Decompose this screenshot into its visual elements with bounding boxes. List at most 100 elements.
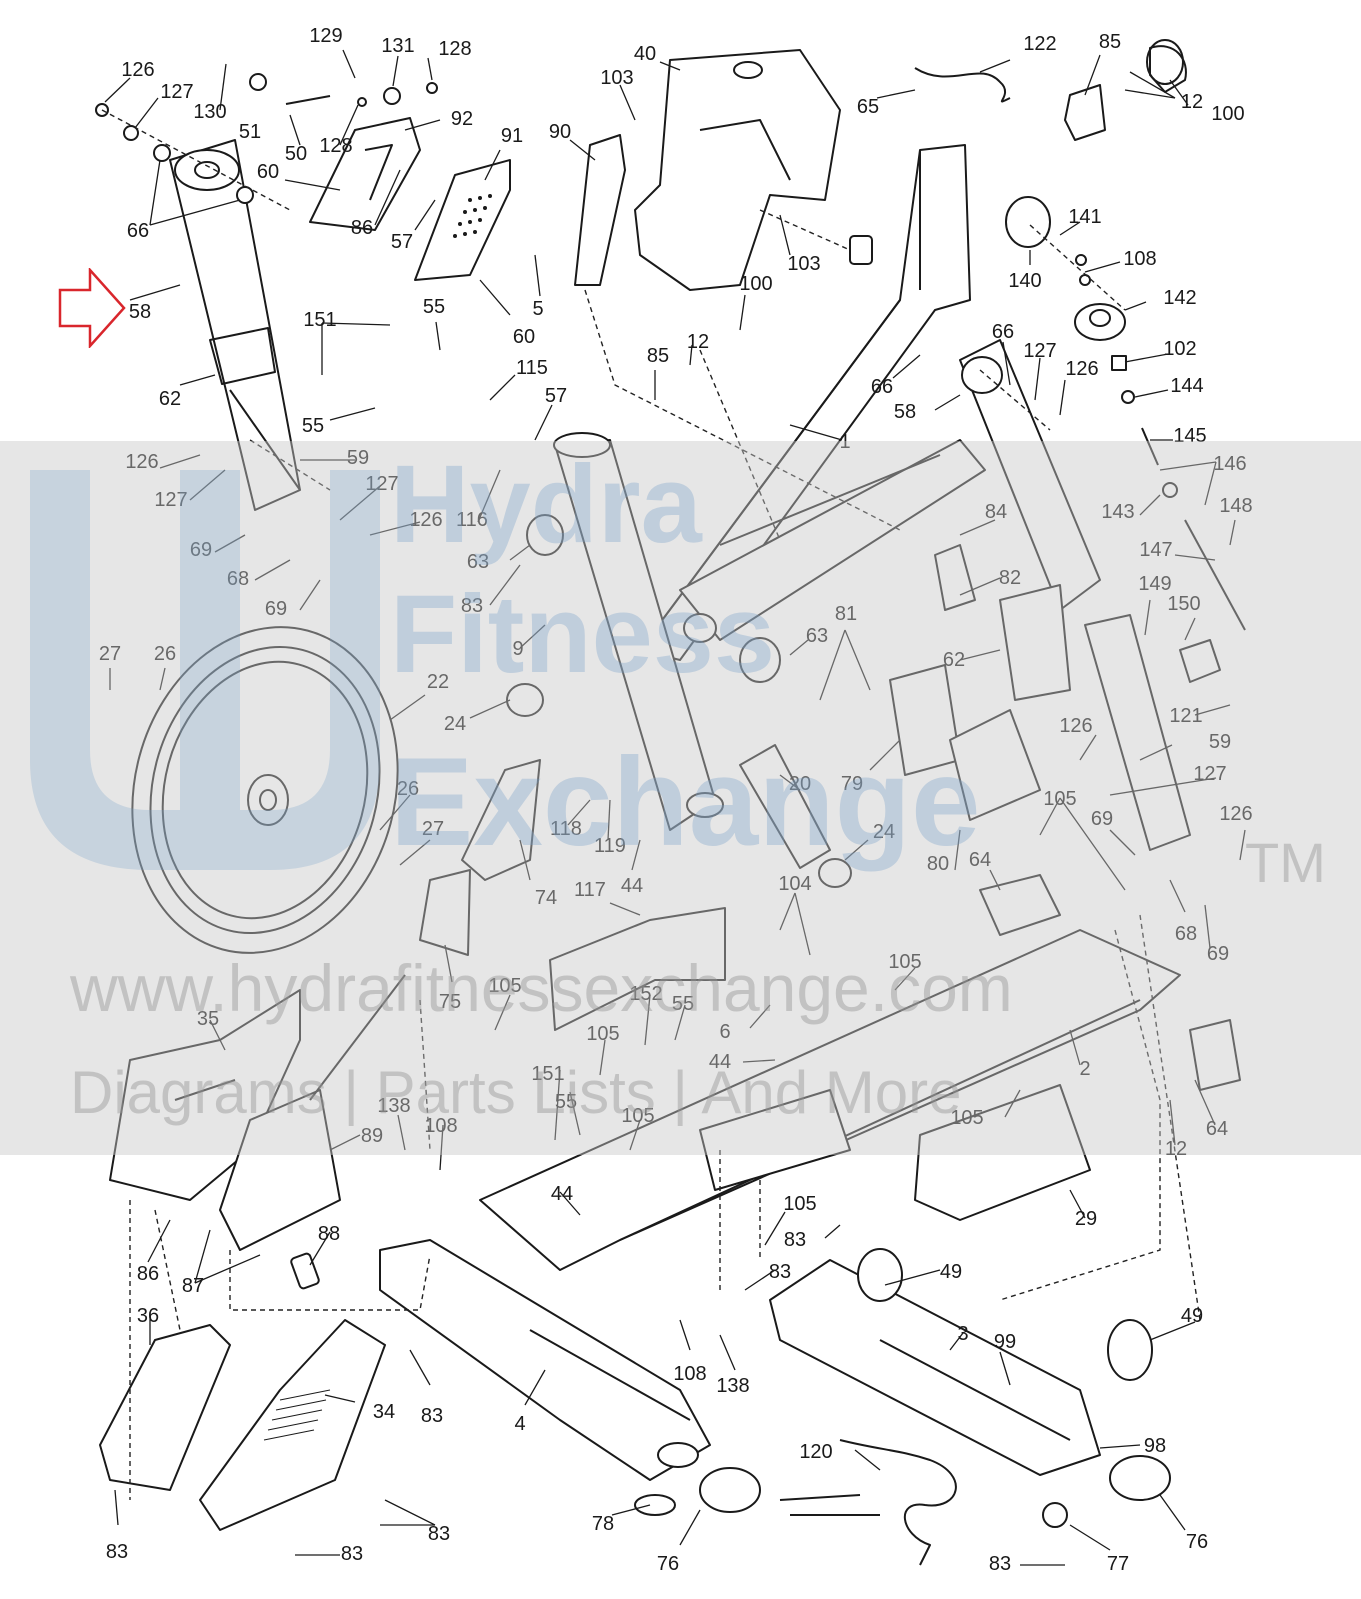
callout-label-126: 126 bbox=[125, 451, 158, 473]
callout-label-105: 105 bbox=[888, 951, 921, 973]
callout-label-117: 117 bbox=[574, 879, 606, 901]
callout-label-50: 50 bbox=[285, 143, 307, 165]
left-handlebar-assembly bbox=[169, 139, 301, 511]
console-panels bbox=[309, 117, 626, 286]
main-frame-upright bbox=[639, 144, 986, 661]
drive-components bbox=[506, 514, 852, 888]
watermark-brand-line1: Hydra bbox=[390, 443, 702, 566]
callout-label-131: 131 bbox=[381, 35, 414, 57]
power-cord bbox=[779, 1439, 957, 1566]
callout-label-92: 92 bbox=[451, 108, 473, 130]
callout-label-105: 105 bbox=[621, 1105, 654, 1127]
callout-label-144: 144 bbox=[1170, 375, 1203, 397]
callout-label-35: 35 bbox=[197, 1008, 219, 1030]
callout-label-55: 55 bbox=[672, 993, 694, 1015]
callout-label-68: 68 bbox=[227, 568, 249, 590]
callout-label-151: 151 bbox=[531, 1063, 564, 1085]
callout-label-118: 118 bbox=[550, 818, 582, 840]
watermark-brand-line2: Fitness bbox=[390, 573, 776, 696]
callout-label-86: 86 bbox=[351, 217, 373, 239]
callout-label-83: 83 bbox=[461, 595, 483, 617]
callout-label-126: 126 bbox=[1059, 715, 1092, 737]
callout-label-105: 105 bbox=[586, 1023, 619, 1045]
callout-label-126: 126 bbox=[409, 509, 442, 531]
callout-label-76: 76 bbox=[1186, 1531, 1208, 1553]
callout-label-122: 122 bbox=[1023, 33, 1056, 55]
callout-label-66: 66 bbox=[871, 376, 893, 398]
callout-label-127: 127 bbox=[160, 81, 193, 103]
callout-label-5: 5 bbox=[532, 298, 543, 320]
callout-label-62: 62 bbox=[159, 388, 181, 410]
watermark-band bbox=[0, 441, 1361, 1155]
callout-label-24: 24 bbox=[873, 821, 895, 843]
callout-label-145: 145 bbox=[1173, 425, 1206, 447]
callout-label-152: 152 bbox=[629, 983, 662, 1005]
watermark-trademark: TM bbox=[1245, 831, 1326, 894]
callout-label-89: 89 bbox=[361, 1125, 383, 1147]
callout-label-108: 108 bbox=[673, 1363, 706, 1385]
callout-label-29: 29 bbox=[1075, 1208, 1097, 1230]
callout-label-83: 83 bbox=[769, 1261, 791, 1283]
callout-label-127: 127 bbox=[154, 489, 187, 511]
callout-label-127: 127 bbox=[1193, 763, 1226, 785]
callout-label-85: 85 bbox=[647, 345, 669, 367]
callout-label-55: 55 bbox=[555, 1091, 577, 1113]
callout-label-77: 77 bbox=[1107, 1553, 1129, 1575]
callout-label-86: 86 bbox=[137, 1263, 159, 1285]
callout-label-108: 108 bbox=[424, 1115, 457, 1137]
alignment-lines bbox=[129, 209, 1201, 1500]
callout-label-69: 69 bbox=[265, 598, 287, 620]
callout-label-76: 76 bbox=[657, 1553, 679, 1575]
callout-label-103: 103 bbox=[600, 67, 633, 89]
callout-label-27: 27 bbox=[422, 818, 444, 840]
callout-label-12: 12 bbox=[687, 331, 709, 353]
callout-label-58: 58 bbox=[129, 301, 151, 323]
callout-label-78: 78 bbox=[592, 1513, 614, 1535]
callout-label-69: 69 bbox=[190, 539, 212, 561]
callout-label-84: 84 bbox=[985, 501, 1007, 523]
callout-label-126: 126 bbox=[1219, 803, 1252, 825]
callout-label-115: 115 bbox=[516, 357, 548, 379]
callout-label-9: 9 bbox=[512, 638, 523, 660]
callout-label-51: 51 bbox=[239, 121, 261, 143]
callout-label-142: 142 bbox=[1163, 287, 1196, 309]
callout-label-60: 60 bbox=[513, 326, 535, 348]
callout-label-83: 83 bbox=[106, 1541, 128, 1563]
callout-label-83: 83 bbox=[428, 1523, 450, 1545]
callout-label-129: 129 bbox=[309, 25, 342, 47]
callout-label-138: 138 bbox=[377, 1095, 410, 1117]
callout-label-127: 127 bbox=[1023, 340, 1056, 362]
callout-label-57: 57 bbox=[391, 231, 413, 253]
callout-label-126: 126 bbox=[121, 59, 154, 81]
callout-label-100: 100 bbox=[1211, 103, 1244, 125]
callout-label-83: 83 bbox=[989, 1553, 1011, 1575]
callout-label-49: 49 bbox=[940, 1261, 962, 1283]
callout-label-3: 3 bbox=[957, 1323, 968, 1345]
callout-label-59: 59 bbox=[1209, 731, 1231, 753]
callout-label-103: 103 bbox=[787, 253, 820, 275]
left-drive-housing bbox=[109, 974, 406, 1290]
callout-label-130: 130 bbox=[193, 101, 226, 123]
callout-label-87: 87 bbox=[182, 1275, 204, 1297]
callout-label-98: 98 bbox=[1144, 1435, 1166, 1457]
callout-label-62: 62 bbox=[943, 649, 965, 671]
callout-label-40: 40 bbox=[634, 43, 656, 65]
callout-label-34: 34 bbox=[373, 1401, 395, 1423]
callout-label-12: 12 bbox=[1165, 1138, 1187, 1160]
callout-label-36: 36 bbox=[137, 1305, 159, 1327]
callout-label-79: 79 bbox=[841, 773, 863, 795]
callout-label-119: 119 bbox=[594, 835, 626, 857]
watermark-tagline: Diagrams | Parts Lists | And More bbox=[70, 1059, 962, 1126]
callout-label-105: 105 bbox=[1043, 788, 1076, 810]
electronics-board bbox=[889, 544, 1041, 821]
callout-label-4: 4 bbox=[514, 1413, 525, 1435]
watermark-brand-line3: Exchange bbox=[390, 733, 981, 872]
upper-right-parts bbox=[914, 39, 1187, 141]
callout-label-127: 127 bbox=[365, 473, 398, 495]
callout-label-74: 74 bbox=[535, 887, 557, 909]
callout-label-75: 75 bbox=[439, 991, 461, 1013]
callout-label-55: 55 bbox=[302, 415, 324, 437]
callout-label-55: 55 bbox=[423, 296, 445, 318]
callout-label-27: 27 bbox=[99, 643, 121, 665]
callout-label-91: 91 bbox=[501, 125, 523, 147]
